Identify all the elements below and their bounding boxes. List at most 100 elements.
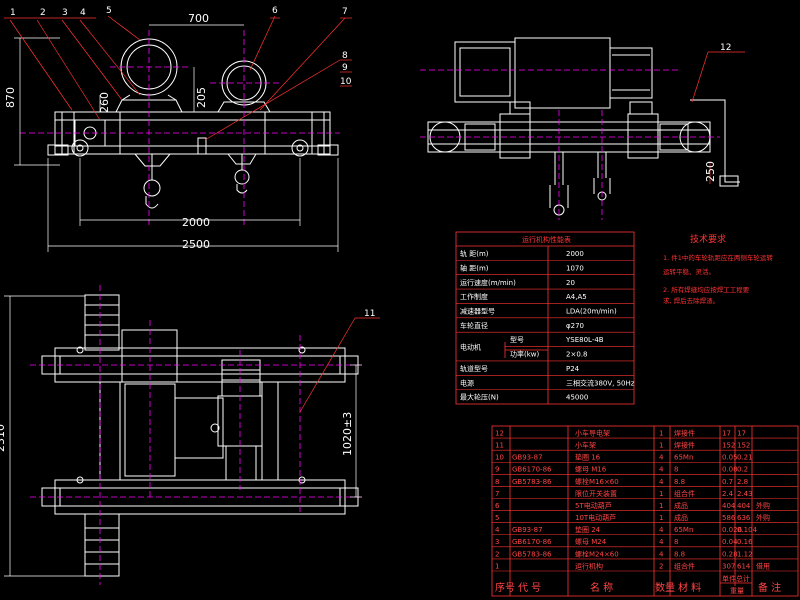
bom-cell-no: 8: [495, 478, 499, 486]
front-leaders: [4, 15, 352, 141]
bom-cell-note: 外购: [756, 513, 770, 522]
bom-cell-qty: 1: [659, 502, 663, 510]
bom-cell-material: 成品: [674, 501, 688, 510]
bom-cell-code: GB5783-86: [512, 478, 552, 486]
bom-cell-qty: 1: [659, 490, 663, 498]
bom-cell-code: GB5783-86: [512, 550, 552, 558]
bom-cell-qty: 4: [659, 550, 664, 558]
spec-sublabel: 型号: [510, 335, 524, 344]
spec-label: 运行速度(m/min): [460, 278, 516, 287]
spec-label: 减速器型号: [460, 307, 495, 316]
balloon-2: 2: [40, 8, 46, 18]
bom-cell-weight-unit: 0.026: [722, 526, 743, 534]
plan-drive-motor-top: [84, 294, 120, 351]
side-leader: [691, 51, 745, 184]
bom-cell-no: 1: [495, 562, 499, 570]
bom-cell-weight-unit: 0.04: [722, 538, 738, 546]
bom-cell-material: 组合件: [674, 561, 695, 570]
bom-header-note: 备 注: [758, 581, 781, 594]
dim-2500: 2500: [182, 238, 210, 251]
bom-cell-material: 组合件: [674, 489, 695, 498]
requirement-line-1: 1. 件1中的车轮轨距应在两侧车轮运转: [663, 253, 773, 262]
hook-right: [234, 169, 250, 185]
bom-cell-code: GB6170-86: [512, 466, 552, 474]
plan-dimensions: [4, 295, 362, 577]
balloon-8: 8: [342, 51, 348, 61]
bom-cell-weight-total: 0.16: [737, 538, 753, 546]
balloon-10: 10: [340, 77, 352, 87]
spec-value: 2000: [566, 250, 584, 258]
balloon-7: 7: [342, 7, 348, 17]
spec-label: 轨 距(m): [460, 249, 489, 258]
bom-cell-weight-unit: 0.08: [722, 466, 738, 474]
bom-cell-no: 5: [495, 514, 499, 522]
dim-1020: 1020±3: [341, 412, 354, 456]
dim-260: 260: [98, 92, 111, 113]
spec-value: YSE80L-4B: [565, 336, 604, 344]
bom-cell-weight-total: 404: [737, 502, 751, 510]
bom-cell-weight-unit: 17: [722, 429, 731, 437]
bom-cell-weight-unit: 0.05: [722, 454, 738, 462]
bom-cell-qty: 1: [659, 429, 663, 437]
bom-cell-material: 65Mn: [674, 454, 693, 462]
bom-cell-weight-unit: 586: [722, 514, 736, 522]
bom-cell-no: 3: [495, 538, 499, 546]
bom-cell-weight-unit: 0.7: [722, 478, 733, 486]
balloon-5: 5: [106, 6, 112, 16]
bom-cell-no: 7: [495, 490, 499, 498]
spec-label: 电动机: [460, 342, 481, 351]
bom-cell-weight-total: 0.2: [737, 466, 748, 474]
bom-cell-code: GB93-87: [512, 526, 543, 534]
bom-cell-weight-unit: 152: [722, 442, 735, 450]
bom-cell-material: 65Mn: [674, 526, 693, 534]
requirement-line-4: 求, 焊后去除焊渣。: [663, 296, 719, 305]
bom-cell-weight-total: 2.43: [737, 490, 753, 498]
spec-value: 45000: [566, 394, 588, 402]
bom-cell-name: 螺栓M24×60: [575, 549, 619, 558]
bom-cell-qty: 1: [659, 514, 663, 522]
bom-cell-weight-total: 0.104: [737, 526, 758, 534]
bom-cell-weight-total: 1.12: [737, 550, 753, 558]
requirements-title: 技术要求: [690, 233, 726, 245]
dim-205: 205: [195, 87, 208, 108]
requirement-line-3: 2. 所有焊缝均应按焊工工程要: [663, 285, 750, 294]
dim-250: 250: [704, 161, 717, 182]
bom-header-qty: 数量: [655, 581, 675, 594]
spec-value: 2×0.8: [566, 351, 587, 359]
bom-cell-material: 焊接件: [674, 441, 695, 450]
spec-label: 轨道型号: [460, 364, 488, 373]
dim-2310: 2310: [0, 424, 7, 452]
bom-cell-name: 小车导电架: [575, 428, 610, 437]
bom-cell-weight-unit: 2.4: [722, 490, 734, 498]
bom-cell-material: 8.8: [674, 478, 685, 486]
bom-cell-qty: 4: [659, 454, 664, 462]
front-view: [47, 38, 339, 209]
bom-cell-weight-total: 17: [737, 429, 746, 437]
spec-value: φ270: [566, 322, 584, 330]
side-view: [427, 37, 740, 216]
spec-label: 工作制度: [460, 292, 488, 301]
bom-cell-name: 限位开关装置: [575, 489, 617, 498]
bom-cell-weight-unit: 404: [722, 502, 736, 510]
spec-value: P24: [566, 365, 580, 373]
bom-header-no: 序号: [495, 581, 515, 594]
dim-2000: 2000: [182, 216, 210, 229]
spec-sublabel: 功率(kw): [510, 350, 540, 359]
bom-cell-qty: 1: [659, 442, 663, 450]
bom-cell-no: 12: [495, 429, 504, 437]
spec-value: 三相交流380V, 50Hz: [566, 378, 635, 387]
bom-cell-name: 螺母 M16: [575, 465, 607, 474]
bom-header-name: 名 称: [590, 581, 613, 594]
side-hoist-motor: [454, 41, 516, 103]
front-wheel-right: [291, 139, 309, 157]
bom-header-weight: 单件总计: [722, 574, 750, 583]
bom-cell-qty: 4: [659, 538, 664, 546]
bom-cell-weight-unit: 307: [722, 562, 735, 570]
specs-table-rows: [456, 260, 634, 390]
bom-cell-code: GB93-87: [512, 454, 543, 462]
bom-cell-qty: 4: [659, 478, 664, 486]
balloon-11: 11: [364, 309, 375, 319]
